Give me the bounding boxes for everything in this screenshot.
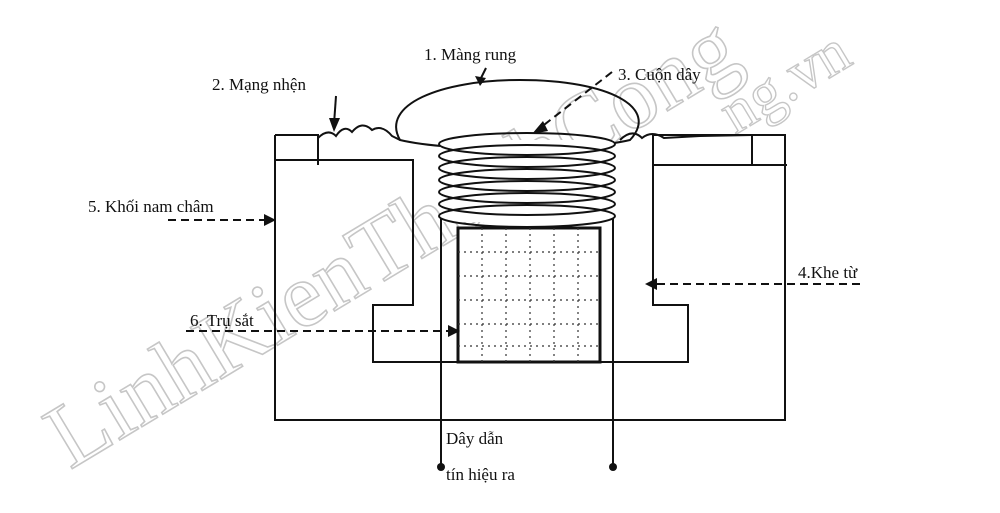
label-output-wire-line2: tín hiệu ra <box>446 465 515 484</box>
pointer-spider <box>329 95 340 132</box>
left-top-notch <box>275 134 319 165</box>
label-iron-core: 6. Trụ sắt <box>190 311 254 330</box>
label-magnetic-gap: 4.Khe từ <box>798 263 858 282</box>
iron-core <box>456 226 602 364</box>
label-output-wire-line1: Dây dẫn <box>446 429 504 448</box>
pointer-iron-core <box>186 325 460 337</box>
watermark: LinhKienThanhCong ng.vn <box>27 0 863 488</box>
label-diaphragm: 1. Màng rung <box>424 45 517 64</box>
pointer-magnetic-gap <box>645 278 860 290</box>
right-top-notch <box>751 135 786 165</box>
output-wires <box>437 218 617 471</box>
pointer-coil <box>532 71 613 134</box>
spider-suspension-left <box>317 124 401 141</box>
label-spider: 2. Mạng nhện <box>212 75 306 94</box>
label-magnet-block: 5. Khối nam châm <box>88 197 214 216</box>
label-coil: 3. Cuộn dây <box>618 65 701 84</box>
pointer-magnet-block <box>168 214 276 226</box>
voice-coil <box>438 132 616 228</box>
watermark-domain: ng.vn <box>707 17 862 147</box>
pointer-diaphragm <box>475 67 487 86</box>
spider-suspension-right <box>619 132 753 141</box>
